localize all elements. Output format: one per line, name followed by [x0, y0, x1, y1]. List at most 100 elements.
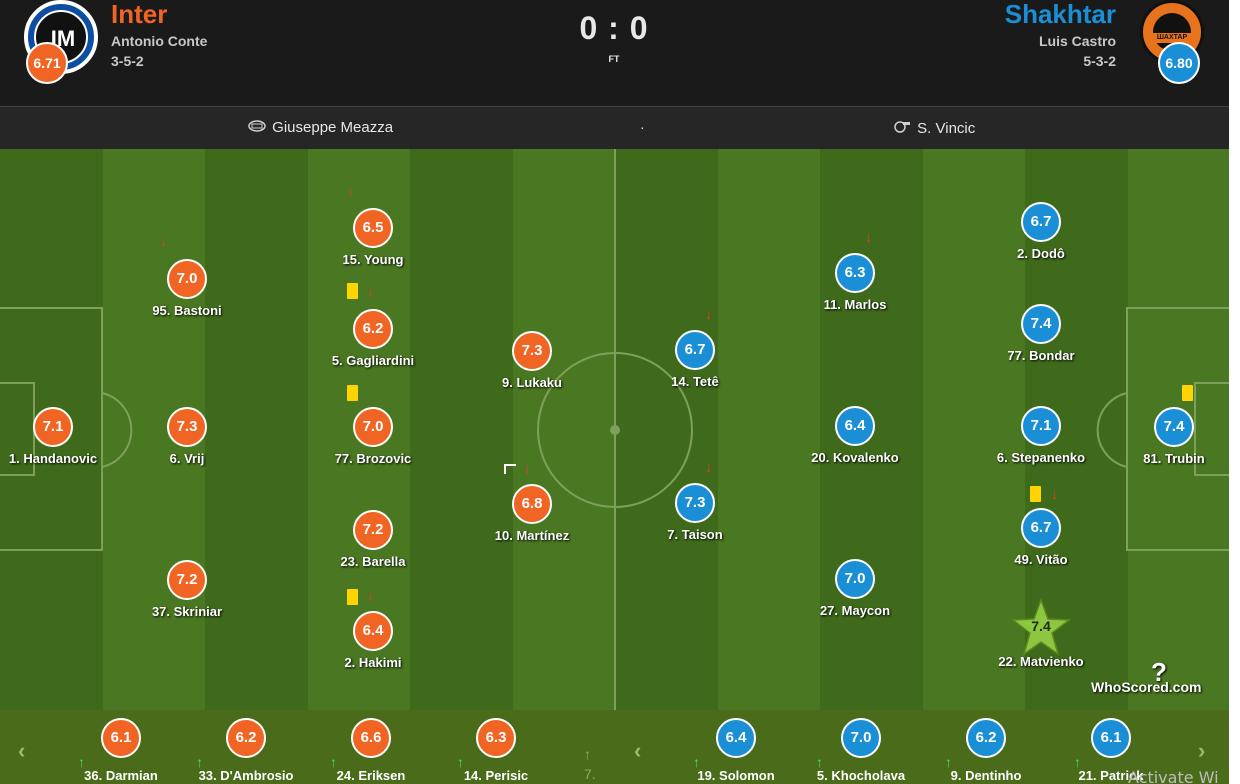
woodwork-icon: [504, 464, 516, 474]
bench-player-khocholava[interactable]: ↑ 7.0 5. Khocholava: [796, 718, 926, 784]
player-rating: 6.3: [835, 253, 875, 293]
player-lukaku[interactable]: 7.3 9. Lukaku: [462, 331, 602, 401]
bench-player-patrick[interactable]: ↑ 6.1 21. Patrick: [1046, 718, 1176, 784]
bench-player-perisic[interactable]: ↑ 6.3 14. Perisic: [431, 718, 561, 784]
subbed-on-icon: ↑: [330, 754, 337, 770]
player-handanovic[interactable]: 7.1 1. Handanovic: [0, 407, 123, 477]
subbed-off-icon: ↓: [705, 306, 712, 322]
yellow-card-icon: [1030, 486, 1041, 502]
player-rating: 6.2: [226, 718, 266, 758]
subbed-on-icon: ↑: [457, 754, 464, 770]
player-rating: 7.3: [512, 331, 552, 371]
player-brozovic[interactable]: 7.0 77. Brozovic: [303, 385, 443, 477]
player-vitao[interactable]: ↓ 6.7 49. Vitão: [971, 486, 1111, 578]
player-name: 77. Brozovic: [334, 451, 412, 466]
referee: S. Vincic: [893, 119, 975, 137]
player-gagliardini[interactable]: ↓ 6.2 5. Gagliardini: [303, 283, 443, 379]
player-name: 7. Taison: [667, 527, 723, 542]
player-rating: 7.0: [841, 718, 881, 758]
home-team-name[interactable]: Inter: [111, 0, 168, 29]
player-barella[interactable]: 7.2 23. Barella: [303, 510, 443, 580]
player-name: 21. Patrick: [1078, 768, 1144, 783]
home-manager: Antonio Conte: [111, 33, 208, 49]
player-name: 5. Gagliardini: [331, 353, 415, 368]
player-rating: 6.8: [512, 484, 552, 524]
whoscored-watermark: ? WhoScored.com: [1091, 657, 1202, 695]
player-rating: 6.7: [1021, 202, 1061, 242]
bench-player-eriksen[interactable]: ↑ 6.6 24. Eriksen: [306, 718, 436, 784]
player-name: 2. Hakimi: [344, 655, 402, 670]
player-rating: 7.2: [167, 560, 207, 600]
bench-next-arrow-icon[interactable]: ›: [1198, 738, 1206, 763]
bench-player-darmian[interactable]: ↑ 6.1 36. Darmian: [56, 718, 186, 784]
player-rating: 6.4: [353, 611, 393, 651]
substitutes-bench: ‹ ↑ 6.1 36. Darmian ↑ 6.2 33. D'Ambrosio…: [0, 710, 1229, 784]
player-young[interactable]: ↓ 6.5 15. Young: [303, 182, 443, 278]
player-name: 49. Vitão: [1014, 552, 1068, 567]
player-name: 20. Kovalenko: [811, 450, 899, 465]
bench-prev-arrow-icon[interactable]: ‹: [18, 738, 26, 763]
player-name: 10. Martínez: [494, 528, 570, 543]
player-bondar[interactable]: 7.4 77. Bondar: [971, 304, 1111, 374]
subbed-on-icon: ↑: [693, 754, 700, 770]
bench-partial-label: 7.: [584, 766, 596, 782]
player-rating: 7.0: [167, 259, 207, 299]
player-rating: 7.4: [1021, 304, 1061, 344]
match-score: 0 : 0: [579, 10, 649, 46]
subbed-off-icon: ↓: [160, 233, 167, 249]
player-rating: 6.4: [835, 406, 875, 446]
player-kovalenko[interactable]: 6.4 20. Kovalenko: [785, 406, 925, 476]
away-team-name[interactable]: Shakhtar: [1004, 0, 1116, 29]
away-formation: 5-3-2: [1083, 53, 1116, 69]
bench-player-dambrosio[interactable]: ↑ 6.2 33. D'Ambrosio: [181, 718, 311, 784]
player-martinez[interactable]: ↓ 6.8 10. Martínez: [462, 460, 602, 554]
subbed-on-icon: ↑: [196, 754, 203, 770]
player-hakimi[interactable]: ↓ 6.4 2. Hakimi: [303, 587, 443, 681]
venue-name: Giuseppe Meazza: [272, 119, 394, 136]
away-manager: Luis Castro: [1038, 33, 1116, 49]
player-name: 77. Bondar: [1007, 348, 1075, 363]
pitch: ↓ 6.5 15. Young ↓ 7.0 95. Bastoni ↓ 6.2 …: [0, 149, 1229, 710]
player-name: 36. Darmian: [84, 768, 158, 783]
bench-away-prev-arrow-icon[interactable]: ‹: [634, 738, 642, 763]
player-marlos[interactable]: ↓ 6.3 11. Marlos: [785, 229, 925, 323]
player-name: 27. Maycon: [819, 603, 891, 618]
player-rating: 6.7: [1021, 508, 1061, 548]
player-matvienko[interactable]: 7.4 22. Matvienko: [971, 597, 1111, 680]
player-name: 22. Matvienko: [998, 654, 1084, 669]
player-name: 6. Stepanenko: [996, 450, 1086, 465]
yellow-card-icon: [347, 589, 358, 605]
os-activation-overlay-text: Activate Wi: [1128, 768, 1219, 784]
subbed-off-icon: ↓: [865, 229, 872, 245]
player-name: 11. Marlos: [823, 297, 887, 312]
player-rating: 6.5: [353, 208, 393, 248]
player-stepanenko[interactable]: 7.1 6. Stepanenko: [971, 406, 1111, 476]
player-name: 9. Dentinho: [950, 768, 1022, 783]
player-bastoni[interactable]: ↓ 7.0 95. Bastoni: [117, 233, 257, 329]
player-rating: 6.4: [716, 718, 756, 758]
subbed-on-icon: ↑: [816, 754, 823, 770]
player-name: 2. Dodô: [1017, 246, 1065, 261]
player-name: 81. Trubin: [1143, 451, 1205, 466]
player-name: 95. Bastoni: [152, 303, 222, 318]
player-taison[interactable]: ↓ 7.3 7. Taison: [625, 459, 765, 553]
player-rating: 6.3: [476, 718, 516, 758]
yellow-card-icon: [347, 283, 358, 299]
player-vrij[interactable]: 7.3 6. Vrij: [117, 407, 257, 477]
player-name: 14. Perisic: [463, 768, 529, 783]
player-rating: 7.1: [1021, 406, 1061, 446]
player-maycon[interactable]: 7.0 27. Maycon: [785, 559, 925, 629]
player-dodo[interactable]: 6.7 2. Dodô: [971, 202, 1111, 272]
player-rating: 6.1: [101, 718, 141, 758]
man-of-the-match-star-icon: 7.4: [1010, 597, 1072, 658]
referee-name: S. Vincic: [917, 120, 976, 137]
player-name: 14. Tetê: [671, 374, 719, 389]
whistle-icon: [893, 119, 913, 136]
bench-player-dentinho[interactable]: ↑ 6.2 9. Dentinho: [921, 718, 1051, 784]
player-tete[interactable]: ↓ 6.7 14. Tetê: [625, 306, 765, 400]
player-trubin[interactable]: 7.4 81. Trubin: [1104, 385, 1229, 477]
player-name: 37. Skriniar: [151, 604, 223, 619]
player-skriniar[interactable]: 7.2 37. Skriniar: [117, 560, 257, 630]
yellow-card-icon: [1182, 385, 1193, 401]
bench-player-solomon[interactable]: ↑ 6.4 19. Solomon: [671, 718, 801, 784]
